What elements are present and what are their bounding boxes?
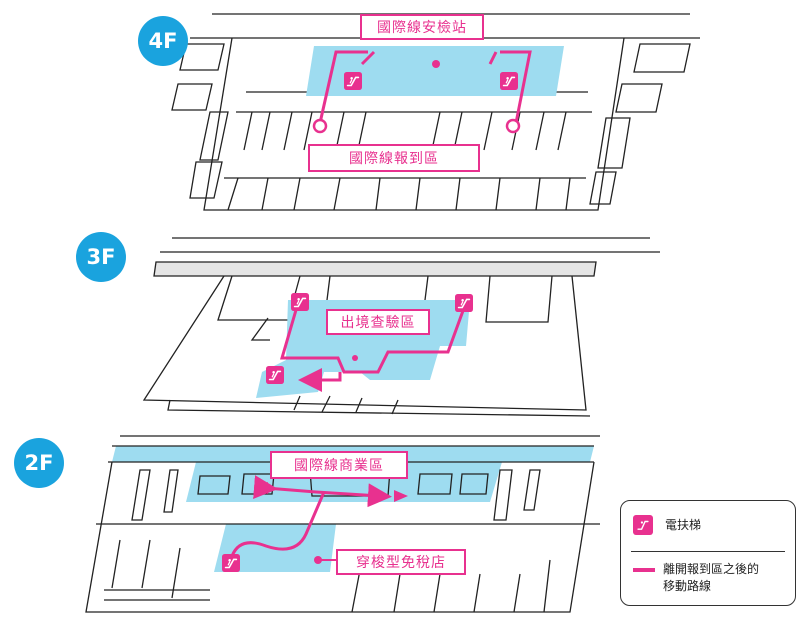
4f-security-area: [306, 46, 564, 96]
escalator-icon: [500, 72, 518, 90]
map-legend: 電扶梯 離開報到區之後的 移動路線: [620, 500, 796, 606]
legend-route-label-line1: 離開報到區之後的: [663, 562, 760, 576]
floor-badge-4f: 4F: [138, 16, 188, 66]
legend-route-label-line2: 移動路線: [663, 579, 712, 593]
escalator-icon: [222, 554, 240, 572]
escalator-icon: [455, 294, 473, 312]
label-shuttle-duty-free-shop: 穿梭型免稅店: [336, 549, 466, 575]
floor-badge-3f: 3F: [76, 232, 126, 282]
floor-4f-plan: [171, 13, 700, 211]
legend-route-row: 離開報到區之後的 移動路線: [633, 561, 759, 595]
label-intl-security-checkpoint: 國際線安檢站: [360, 14, 484, 40]
route-line-swatch: [633, 568, 655, 572]
2f-routes: [230, 475, 392, 557]
escalator-icon: [633, 515, 653, 535]
label-passport-control: 出境查驗區: [326, 309, 430, 335]
label-intl-commercial-area: 國際線商業區: [270, 451, 408, 479]
legend-divider: [631, 551, 785, 552]
label-intl-check-in-area: 國際線報到區: [308, 144, 480, 172]
escalator-icon: [344, 72, 362, 90]
legend-escalator-row: 電扶梯: [633, 515, 701, 535]
floor-badge-2f: 2F: [14, 438, 64, 488]
escalator-icon: [266, 366, 284, 384]
3f-routes: [280, 307, 466, 392]
legend-escalator-label: 電扶梯: [665, 517, 702, 532]
escalator-icon: [291, 293, 309, 311]
4f-routes: [318, 50, 532, 124]
